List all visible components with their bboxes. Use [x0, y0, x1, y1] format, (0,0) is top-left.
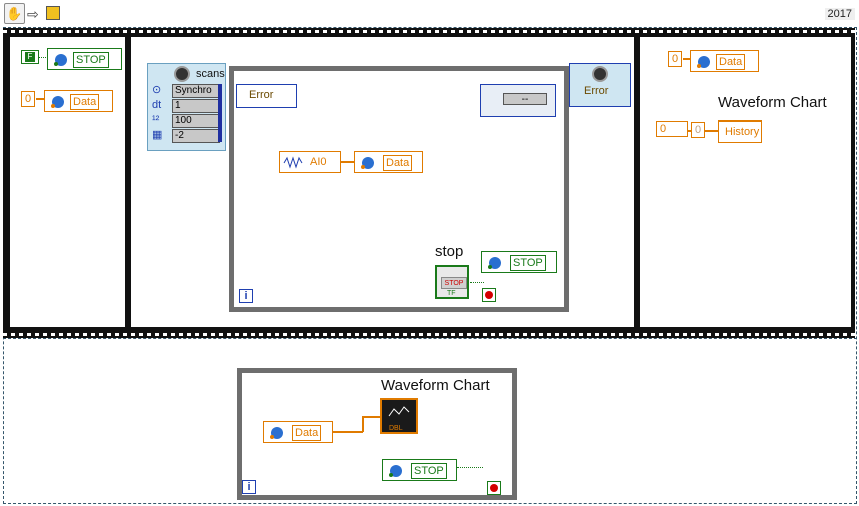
wire	[683, 58, 691, 60]
wire	[341, 161, 354, 163]
loop-condition-terminal[interactable]	[482, 288, 496, 302]
chart-icon	[388, 406, 410, 417]
wire	[36, 98, 44, 100]
version-label: 2017	[824, 8, 855, 20]
run-arrow-icon[interactable]: ⇨	[27, 6, 39, 22]
channel-field[interactable]: -2	[172, 129, 220, 143]
boolean-type: TF	[447, 290, 456, 297]
data-local-variable[interactable]: Data	[44, 90, 113, 112]
local-variable-icon	[54, 54, 67, 66]
data-local-variable[interactable]: Data	[263, 421, 333, 443]
data-local-variable[interactable]: Data	[690, 50, 759, 72]
while-loop-2[interactable]	[237, 368, 517, 500]
wire	[362, 416, 364, 432]
local-variable-icon	[389, 465, 402, 477]
daq-title: scans	[196, 68, 225, 80]
history-inner-constant: 0	[691, 122, 705, 138]
wire	[39, 57, 48, 58]
wire	[457, 467, 483, 468]
error-wire	[218, 84, 222, 142]
local-variable-icon	[270, 427, 283, 439]
false-constant[interactable]: F	[21, 50, 39, 64]
sequence-frame-1	[10, 37, 125, 327]
dt-label: dt	[152, 99, 162, 111]
mode-field[interactable]: Synchro	[172, 84, 220, 98]
history-property-node[interactable]: History	[718, 121, 762, 143]
operate-hand-icon[interactable]: ✋	[4, 3, 25, 24]
toolbar: ✋ ⇨ 2017	[0, 0, 859, 28]
stop-local-variable[interactable]: STOP	[382, 459, 457, 481]
numeric-constant[interactable]: 0	[21, 91, 36, 107]
local-variable-icon	[361, 157, 374, 169]
step-over-icon[interactable]	[46, 6, 60, 20]
local-variable-icon	[488, 257, 501, 269]
samples-icon: ¹²	[152, 114, 160, 126]
wire	[470, 282, 484, 283]
stop-label: stop	[435, 243, 464, 260]
local-variable-icon	[697, 56, 710, 68]
dashed-divider	[3, 338, 857, 339]
mode-icon: ⊙	[152, 84, 162, 96]
numeric-constant[interactable]: 0	[668, 51, 683, 67]
signal-source-ai0[interactable]: AI0	[279, 151, 341, 173]
daq-acquire-node[interactable]: scans ⊙ Synchro dt 1 ¹² 100 ▦ -2	[147, 63, 226, 151]
waveform-chart-label: Waveform Chart	[718, 94, 827, 111]
wire	[362, 416, 382, 418]
timing-clock-icon	[174, 66, 190, 82]
iteration-terminal: i	[239, 289, 253, 303]
loop-condition-terminal[interactable]	[487, 481, 501, 495]
samples-field[interactable]: 100	[172, 114, 220, 128]
error-cluster-out[interactable]: Error	[569, 63, 631, 107]
stop-local-variable[interactable]: STOP	[47, 48, 122, 70]
iteration-terminal: i	[242, 480, 256, 494]
stop-local-variable[interactable]: STOP	[481, 251, 557, 273]
error-cluster-in[interactable]: Error	[236, 84, 297, 108]
waveform-chart-label: Waveform Chart	[381, 377, 490, 394]
data-local-variable[interactable]: Data	[354, 151, 423, 173]
cluster-indicator-value: --	[503, 93, 547, 105]
channel-icon: ▦	[152, 129, 163, 141]
stop-button-face: STOP	[441, 277, 467, 289]
local-variable-icon	[51, 96, 64, 108]
history-constant[interactable]: 0	[656, 121, 688, 137]
cluster-indicator[interactable]: --	[480, 84, 556, 117]
stop-button-terminal[interactable]: STOP TF	[435, 265, 469, 299]
wire	[333, 431, 363, 433]
sequence-frame-3	[640, 37, 851, 327]
dt-field[interactable]: 1	[172, 99, 220, 113]
timing-clock-icon	[592, 66, 608, 82]
waveform-chart-terminal[interactable]: DBL	[380, 398, 418, 434]
waveform-icon	[283, 156, 303, 169]
